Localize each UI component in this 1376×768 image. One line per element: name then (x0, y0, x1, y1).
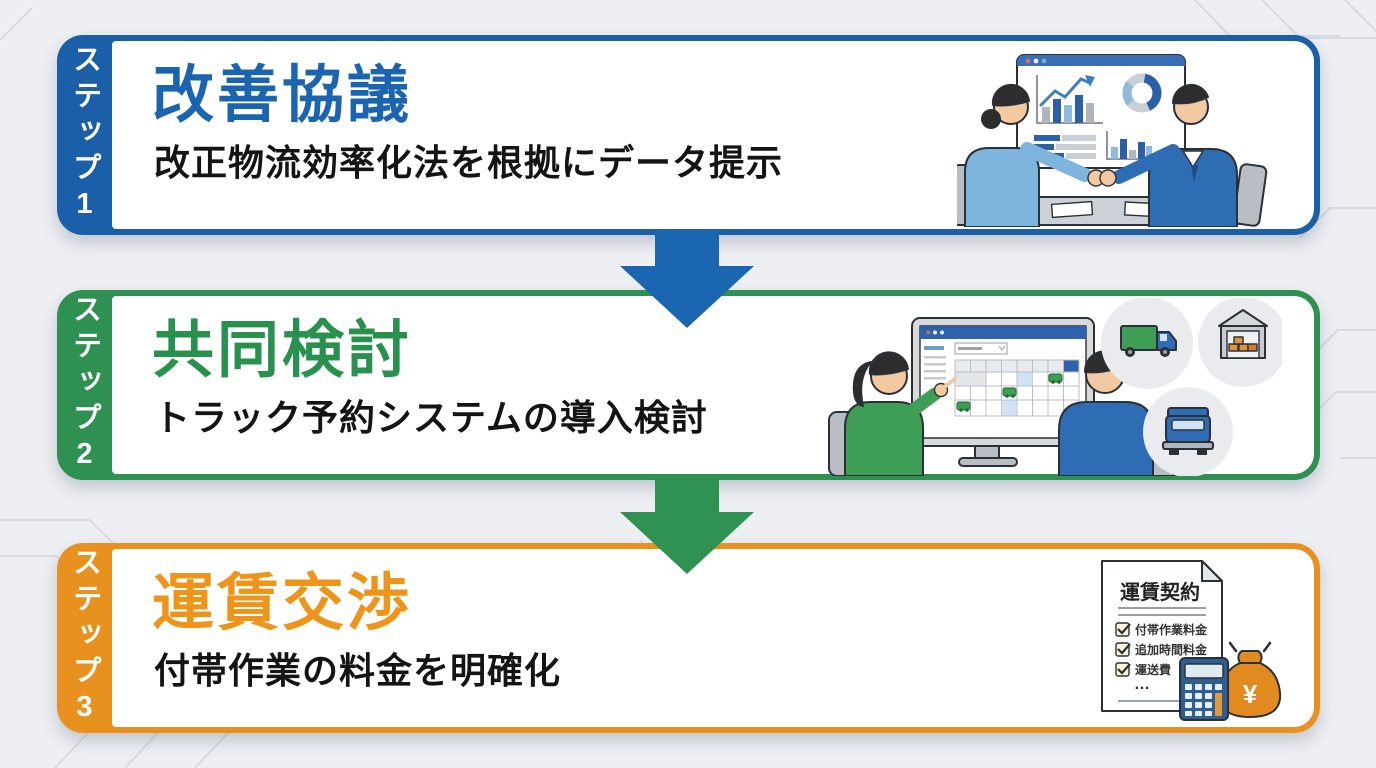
truck-front-badge-icon (1143, 387, 1233, 476)
step-1-subtitle: 改正物流効率化法を根拠にデータ提示 (154, 142, 784, 183)
down-arrow-green (620, 476, 754, 576)
step-2-subtitle: トラック予約システムの導入検討 (154, 397, 708, 438)
yen-symbol: ¥ (1243, 679, 1258, 709)
step-1-title: 改善協議 (152, 61, 413, 130)
warehouse-badge-icon (1198, 298, 1282, 387)
step-card-2: ステップ2 共同検討 トラック予約システムの導入検討 (57, 290, 1320, 480)
contract-item: 運送費 (1135, 662, 1171, 677)
contract-item: 付帯作業料金 (1135, 622, 1208, 637)
truck-side-badge-icon (1101, 298, 1193, 389)
man-figure (1099, 83, 1238, 227)
handshake-meeting-illustration (957, 54, 1268, 227)
step-2-tab: ステップ2 (68, 293, 101, 477)
contract-ellipsis: … (1134, 676, 1150, 693)
step-3-subtitle: 付帯作業の料金を明確化 (154, 650, 562, 691)
truck-mark-icon (956, 373, 1063, 412)
step-card-1: ステップ1 改善協議 改正物流効率化法を根拠にデータ提示 (57, 35, 1320, 235)
woman-pointing-figure (844, 351, 957, 476)
contract-and-cost-illustration: 運賃契約 付帯作業料金 追加時間料金 運送費 … (1101, 560, 1282, 721)
calendar-monitor-icon (911, 317, 1095, 467)
calculator-icon (1179, 657, 1229, 721)
step-2-title: 共同検討 (152, 316, 413, 385)
step-1-tab: ステップ1 (68, 43, 101, 227)
checkbox-icon (1115, 622, 1131, 677)
woman-figure (964, 83, 1105, 227)
booking-system-review-illustration (828, 298, 1282, 476)
step-3-tab: ステップ3 (68, 546, 101, 730)
contract-title: 運賃契約 (1120, 580, 1200, 604)
step-card-3: ステップ3 運賃交渉 付帯作業の料金を明確化 運賃契約 付帯作業料金 (57, 543, 1320, 733)
down-arrow-blue (620, 230, 754, 330)
money-bag-icon: ¥ (1218, 641, 1282, 718)
step-3-title: 運賃交渉 (152, 569, 413, 638)
contract-item: 追加時間料金 (1135, 642, 1208, 657)
